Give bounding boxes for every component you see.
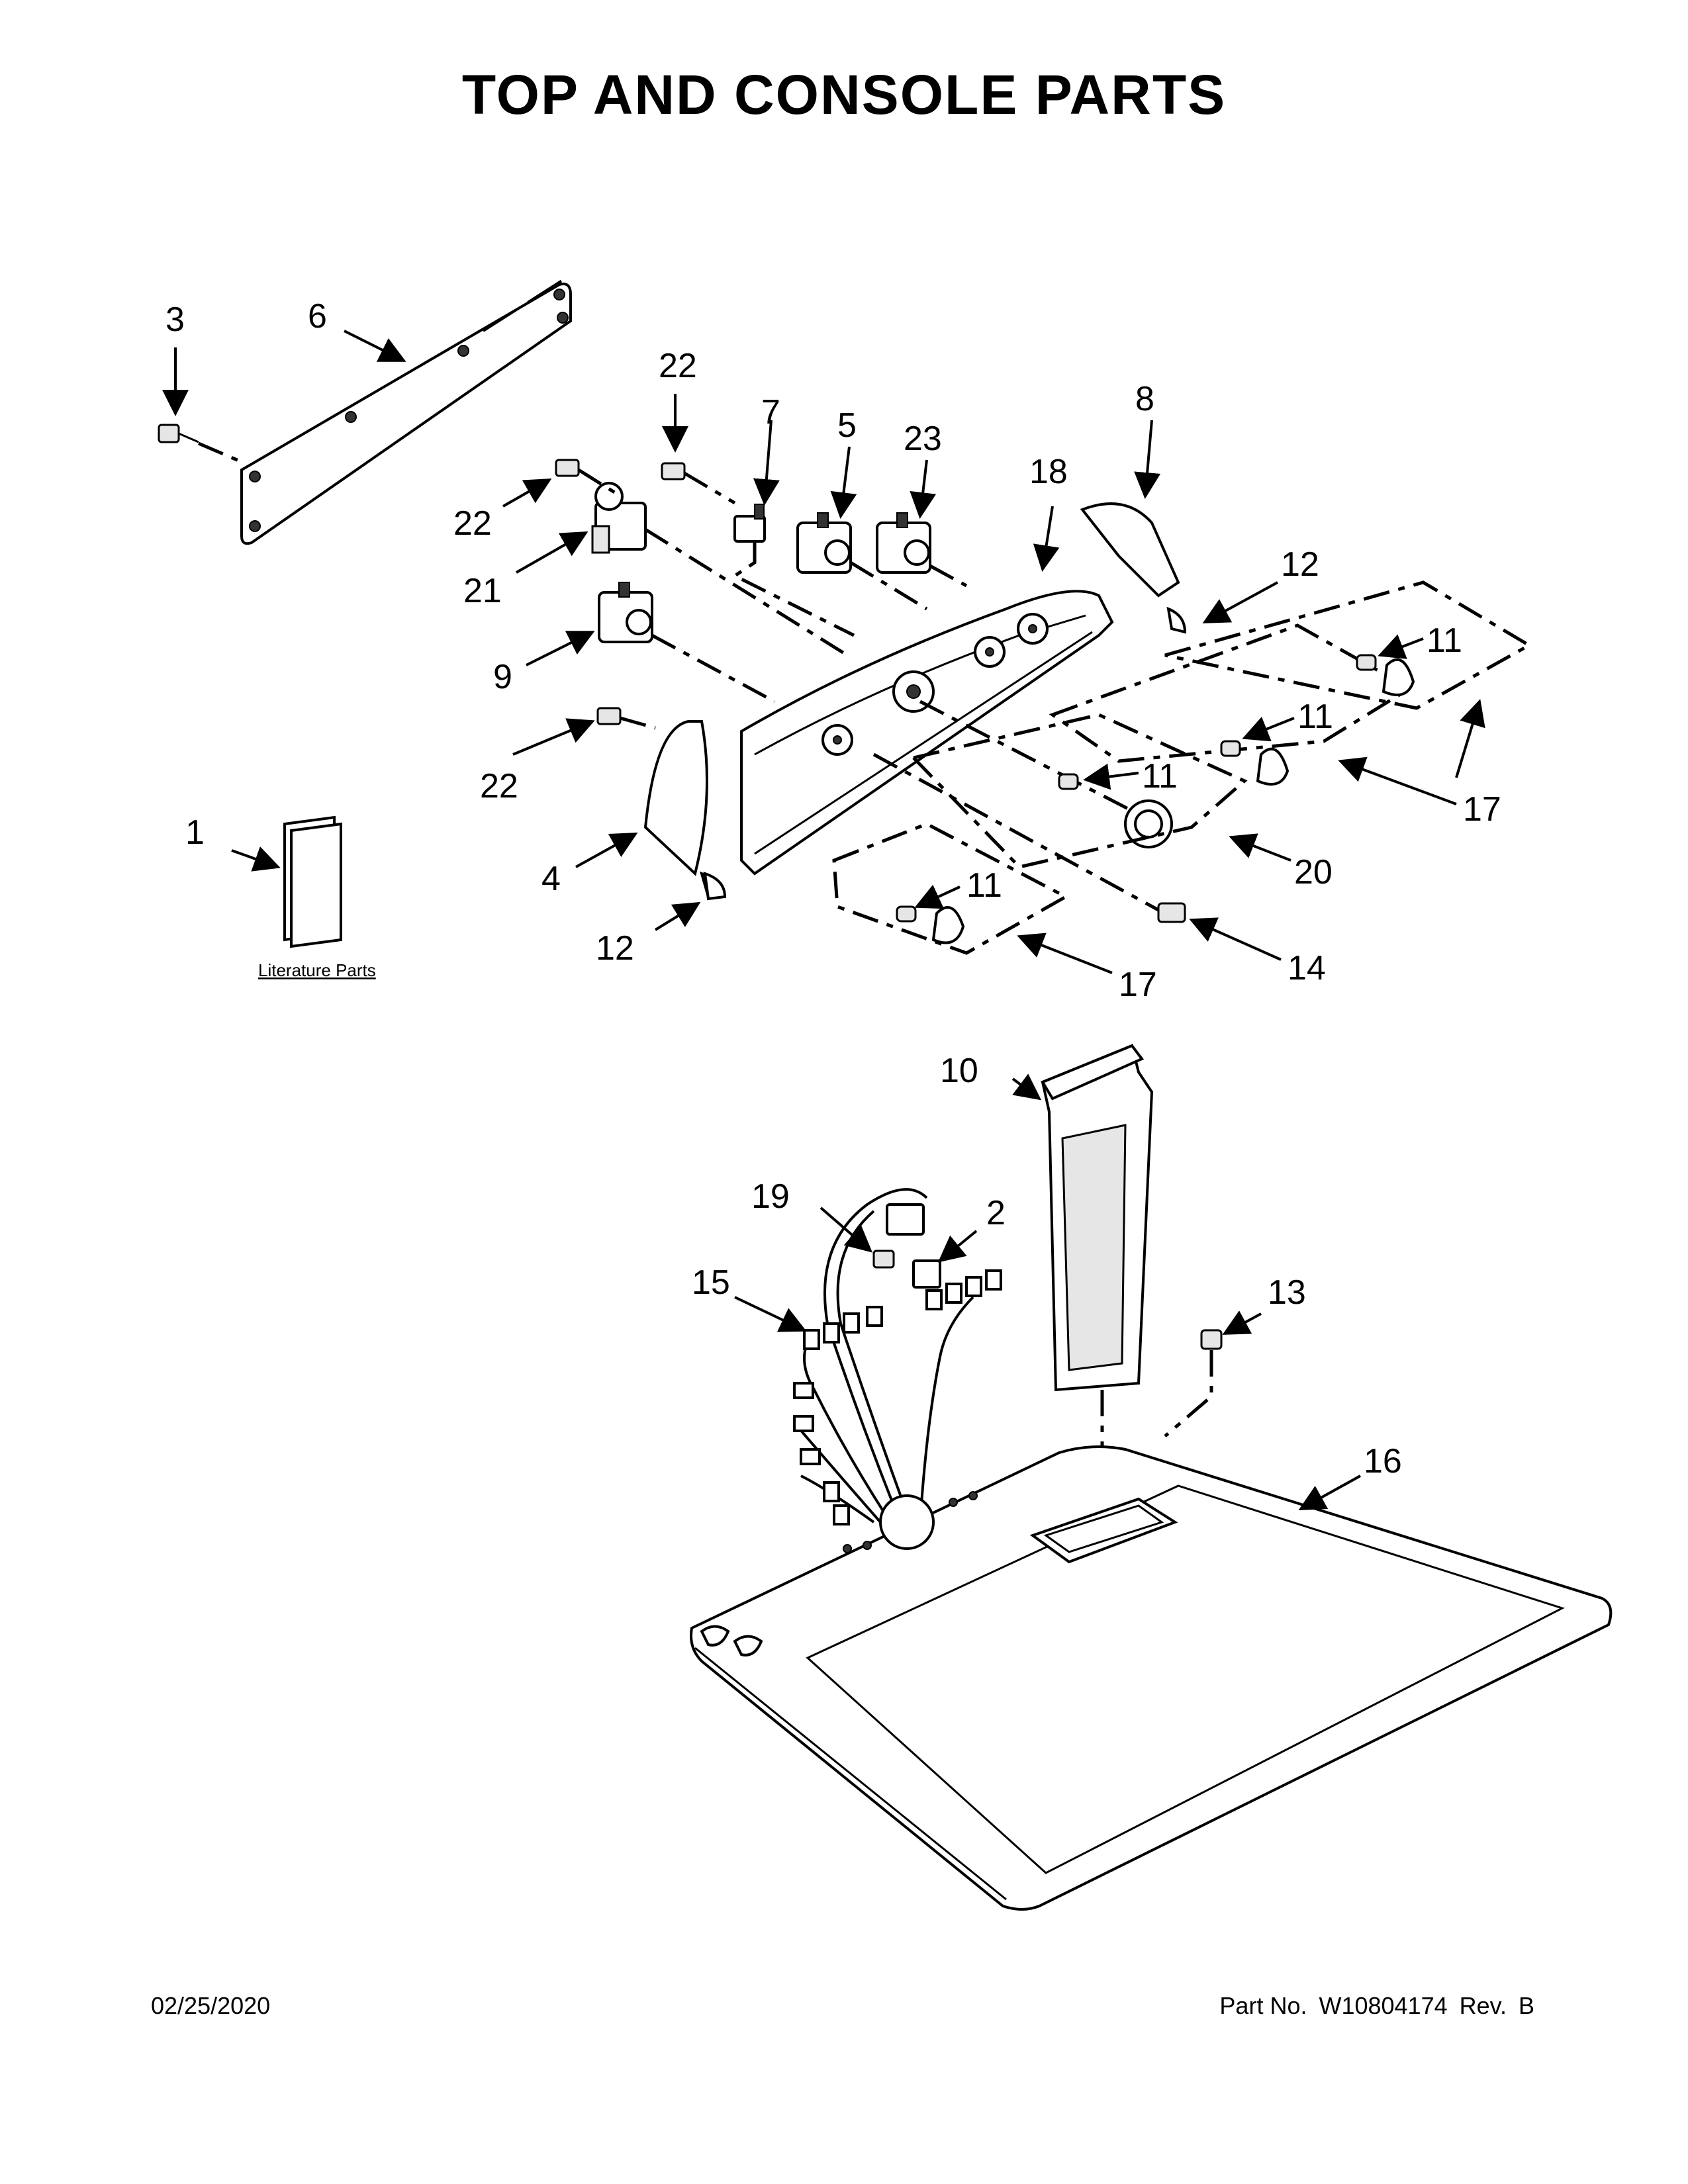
- callout-3: 3: [165, 300, 185, 339]
- callout-12b: 12: [1281, 545, 1319, 584]
- callout-15: 15: [692, 1263, 730, 1302]
- part-10-lint-screen: [1041, 1044, 1154, 1496]
- part-14-screw: [872, 752, 1186, 923]
- callout-5: 5: [837, 406, 857, 445]
- callout-4: 4: [541, 860, 561, 898]
- callout-20: 20: [1294, 853, 1333, 891]
- callout-11a: 11: [1427, 621, 1462, 660]
- part-8-end-cap: [1080, 502, 1187, 634]
- part-16-top-panel: [690, 1445, 1613, 1911]
- part-no-label: Part No.: [1219, 1992, 1307, 2019]
- part-1-literature: Literature Parts: [258, 815, 376, 980]
- part-3-screw: [158, 424, 246, 465]
- callout-18: 18: [1029, 453, 1068, 491]
- rev-label: Rev.: [1459, 1992, 1507, 2019]
- callout-11b: 11: [1297, 698, 1333, 736]
- callout-2: 2: [986, 1194, 1006, 1232]
- part-5-switch: [796, 512, 928, 611]
- part-15-wire-harness: [793, 1188, 1002, 1525]
- callout-22c: 22: [480, 767, 518, 805]
- part-18-console: [740, 590, 1114, 876]
- part-13-screw: [1164, 1329, 1223, 1437]
- part-6-rear-panel: [240, 277, 572, 545]
- callout-labels: 3 6 22 7 5 23 8 18 22 21 9 22 1 4 12 12 …: [165, 297, 1501, 1480]
- callout-1: 1: [185, 813, 205, 852]
- callout-22: 22: [659, 347, 697, 385]
- part-12-clips: [703, 872, 727, 901]
- callout-6: 6: [308, 297, 327, 336]
- callout-23: 23: [904, 420, 942, 458]
- callout-21: 21: [463, 572, 502, 610]
- callout-22b: 22: [453, 504, 492, 543]
- part-21-timer: [591, 482, 849, 657]
- callout-10: 10: [940, 1052, 978, 1090]
- callout-8: 8: [1135, 380, 1154, 418]
- footer-date: 02/25/2020: [151, 1992, 271, 2019]
- part-7-switch: [731, 504, 855, 637]
- knob-kits-17: [832, 580, 1533, 955]
- part-23-switch: [876, 512, 968, 588]
- literature-parts-label: Literature Parts: [258, 960, 376, 980]
- part-19-screw: [872, 1250, 895, 1269]
- part-no-value: W10804174: [1319, 1992, 1448, 2019]
- rev-value: B: [1518, 1992, 1534, 2019]
- callout-14: 14: [1288, 949, 1326, 987]
- part-4-end-cap: [643, 720, 724, 899]
- leader-arrows: [162, 330, 1485, 1510]
- part-22-screws: [555, 459, 736, 730]
- callout-7: 7: [761, 393, 780, 432]
- callout-17b: 17: [1119, 966, 1157, 1004]
- callout-9: 9: [493, 658, 512, 696]
- callout-11d: 11: [966, 866, 1002, 905]
- footer-part-number: Part No. W10804174 Rev. B: [1207, 1992, 1534, 2020]
- page-title: TOP AND CONSOLE PARTS: [461, 64, 1227, 126]
- callout-11c: 11: [1142, 757, 1178, 796]
- callout-17a: 17: [1463, 790, 1501, 829]
- callout-13: 13: [1268, 1273, 1306, 1312]
- part-2-bracket: [912, 1259, 941, 1289]
- part-9-switch: [598, 582, 776, 704]
- callout-19: 19: [751, 1177, 790, 1216]
- callout-12: 12: [596, 929, 634, 968]
- callout-16: 16: [1364, 1442, 1402, 1480]
